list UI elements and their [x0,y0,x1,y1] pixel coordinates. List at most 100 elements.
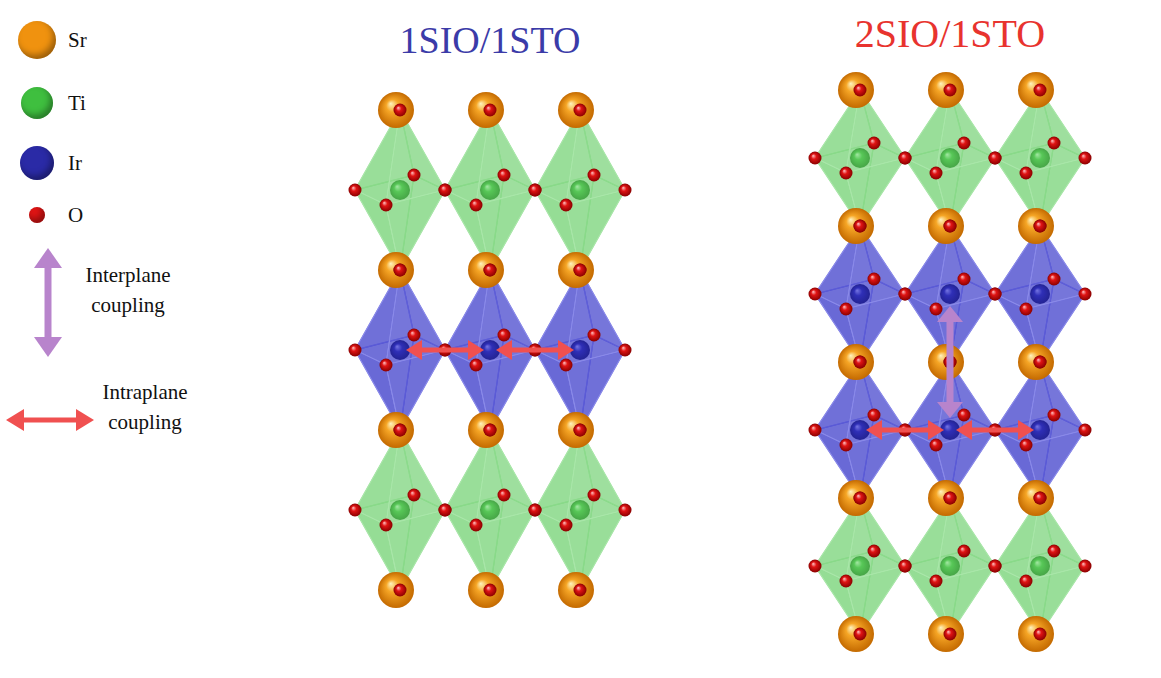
sr-atom [928,72,964,108]
o-atom [899,152,912,165]
arrow-head [558,340,574,360]
structure-heading: 2SIO/1STO [780,10,1120,58]
o-atom [408,489,421,502]
o-atom [944,492,957,505]
o-atom [930,439,943,452]
o-atom [1034,220,1047,233]
o-atom [560,519,573,532]
o-atom [809,424,822,437]
arrow-head [866,420,882,440]
o-atom [394,424,407,437]
interplane-arrow-sample [45,262,52,343]
o-atom [1048,273,1061,286]
legend-text: Intraplane coupling [100,377,190,437]
o-atom [1034,356,1047,369]
o-atom [1034,492,1047,505]
o-atom [958,545,971,558]
arrow-head [937,306,963,322]
sr-atom [1018,480,1054,516]
o-atom [1048,137,1061,150]
legend-swatch [18,21,56,59]
o-atom [498,489,511,502]
o-atom [840,575,853,588]
legend-text: Ir [68,148,128,178]
o-atom [1034,356,1047,369]
o-atom [574,424,587,437]
o-atom [394,584,407,597]
arrow-head [937,402,963,418]
o-atom [944,220,957,233]
o-atom [1079,424,1092,437]
o-atom [854,356,867,369]
o-atom [560,359,573,372]
sr-atom [558,92,594,128]
o-atom [1048,545,1061,558]
arrow-head [1018,420,1034,440]
o-atom [868,273,881,286]
o-atom [958,273,971,286]
o-atom [1034,220,1047,233]
o-atom [1034,84,1047,97]
o-atom [619,504,632,517]
o-atom [349,344,362,357]
o-atom [989,288,1002,301]
arrow-head [468,340,484,360]
o-atom [1048,409,1061,422]
o-atom [899,288,912,301]
arrow-head [406,340,422,360]
legend-text: Sr [68,25,128,55]
o-atom [899,288,912,301]
o-atom [484,424,497,437]
o-atom [574,264,587,277]
o-atom [809,288,822,301]
o-atom [484,584,497,597]
o-atom [1020,167,1033,180]
o-atom [899,152,912,165]
o-atom [529,184,542,197]
o-atom [588,489,601,502]
intraplane-arrow [880,428,930,433]
o-atom [484,264,497,277]
o-atom [1020,439,1033,452]
o-atom [1034,628,1047,641]
o-atom [349,504,362,517]
sr-atom [468,572,504,608]
o-atom [439,184,452,197]
o-atom [484,424,497,437]
o-atom [930,303,943,316]
sr-atom [1018,344,1054,380]
o-atom [989,152,1002,165]
o-atom [930,167,943,180]
sr-atom [468,92,504,128]
legend-arrows [6,248,94,431]
sr-atom [838,344,874,380]
o-atom [1079,152,1092,165]
o-atom [619,184,632,197]
o-atom [854,492,867,505]
o-atom [574,264,587,277]
structure-heading: 1SIO/1STO [320,16,660,64]
sr-atom [928,480,964,516]
legend-text: Ti [68,88,128,118]
intraplane-arrow [970,428,1020,433]
o-atom [989,288,1002,301]
o-atom [930,575,943,588]
o-atom [574,584,587,597]
o-atom [408,169,421,182]
legend-swatch [21,87,53,119]
o-atom [854,492,867,505]
legend-text: Interplane coupling [78,260,178,320]
o-atom [1034,492,1047,505]
sr-atom [468,412,504,448]
o-atom [840,439,853,452]
o-atom [958,137,971,150]
o-atom [944,220,957,233]
o-atom [439,504,452,517]
o-atom [809,152,822,165]
arrow-head [6,409,24,431]
o-atom [868,137,881,150]
sr-atom [838,616,874,652]
sr-atom [1018,72,1054,108]
legend-swatch [20,146,54,180]
o-atom [868,409,881,422]
